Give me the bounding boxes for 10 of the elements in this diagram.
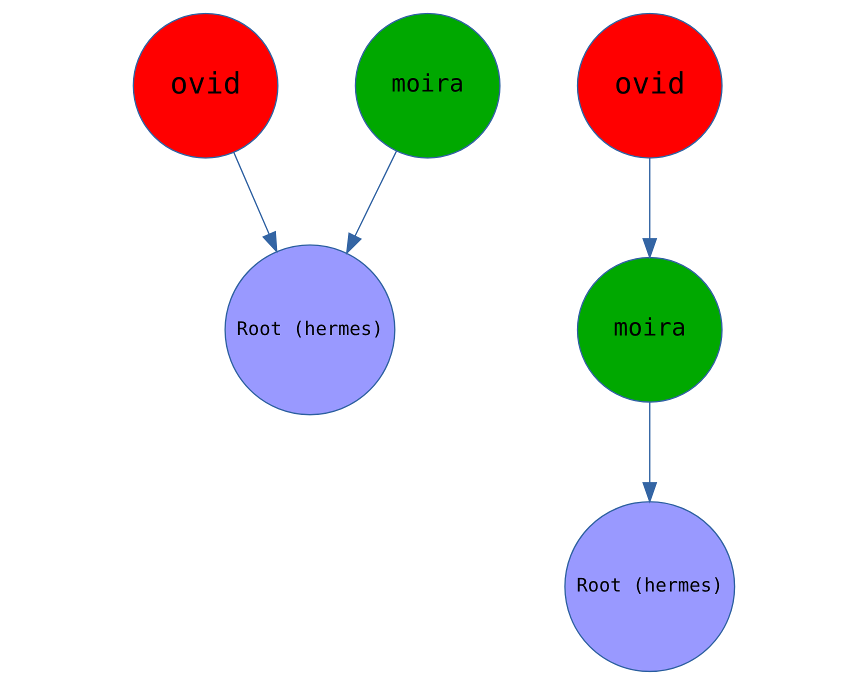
- node-circle: Root (hermes): [224, 244, 395, 416]
- node-circle: moira: [354, 12, 500, 159]
- node-circle: ovid: [576, 12, 722, 159]
- arrow: [642, 402, 657, 504]
- arrow: [345, 150, 397, 255]
- arrow: [642, 158, 657, 260]
- node-circle: moira: [576, 256, 722, 403]
- arrow: [232, 152, 277, 254]
- node-circle: ovid: [132, 12, 278, 159]
- node-circle: Root (hermes): [564, 501, 735, 672]
